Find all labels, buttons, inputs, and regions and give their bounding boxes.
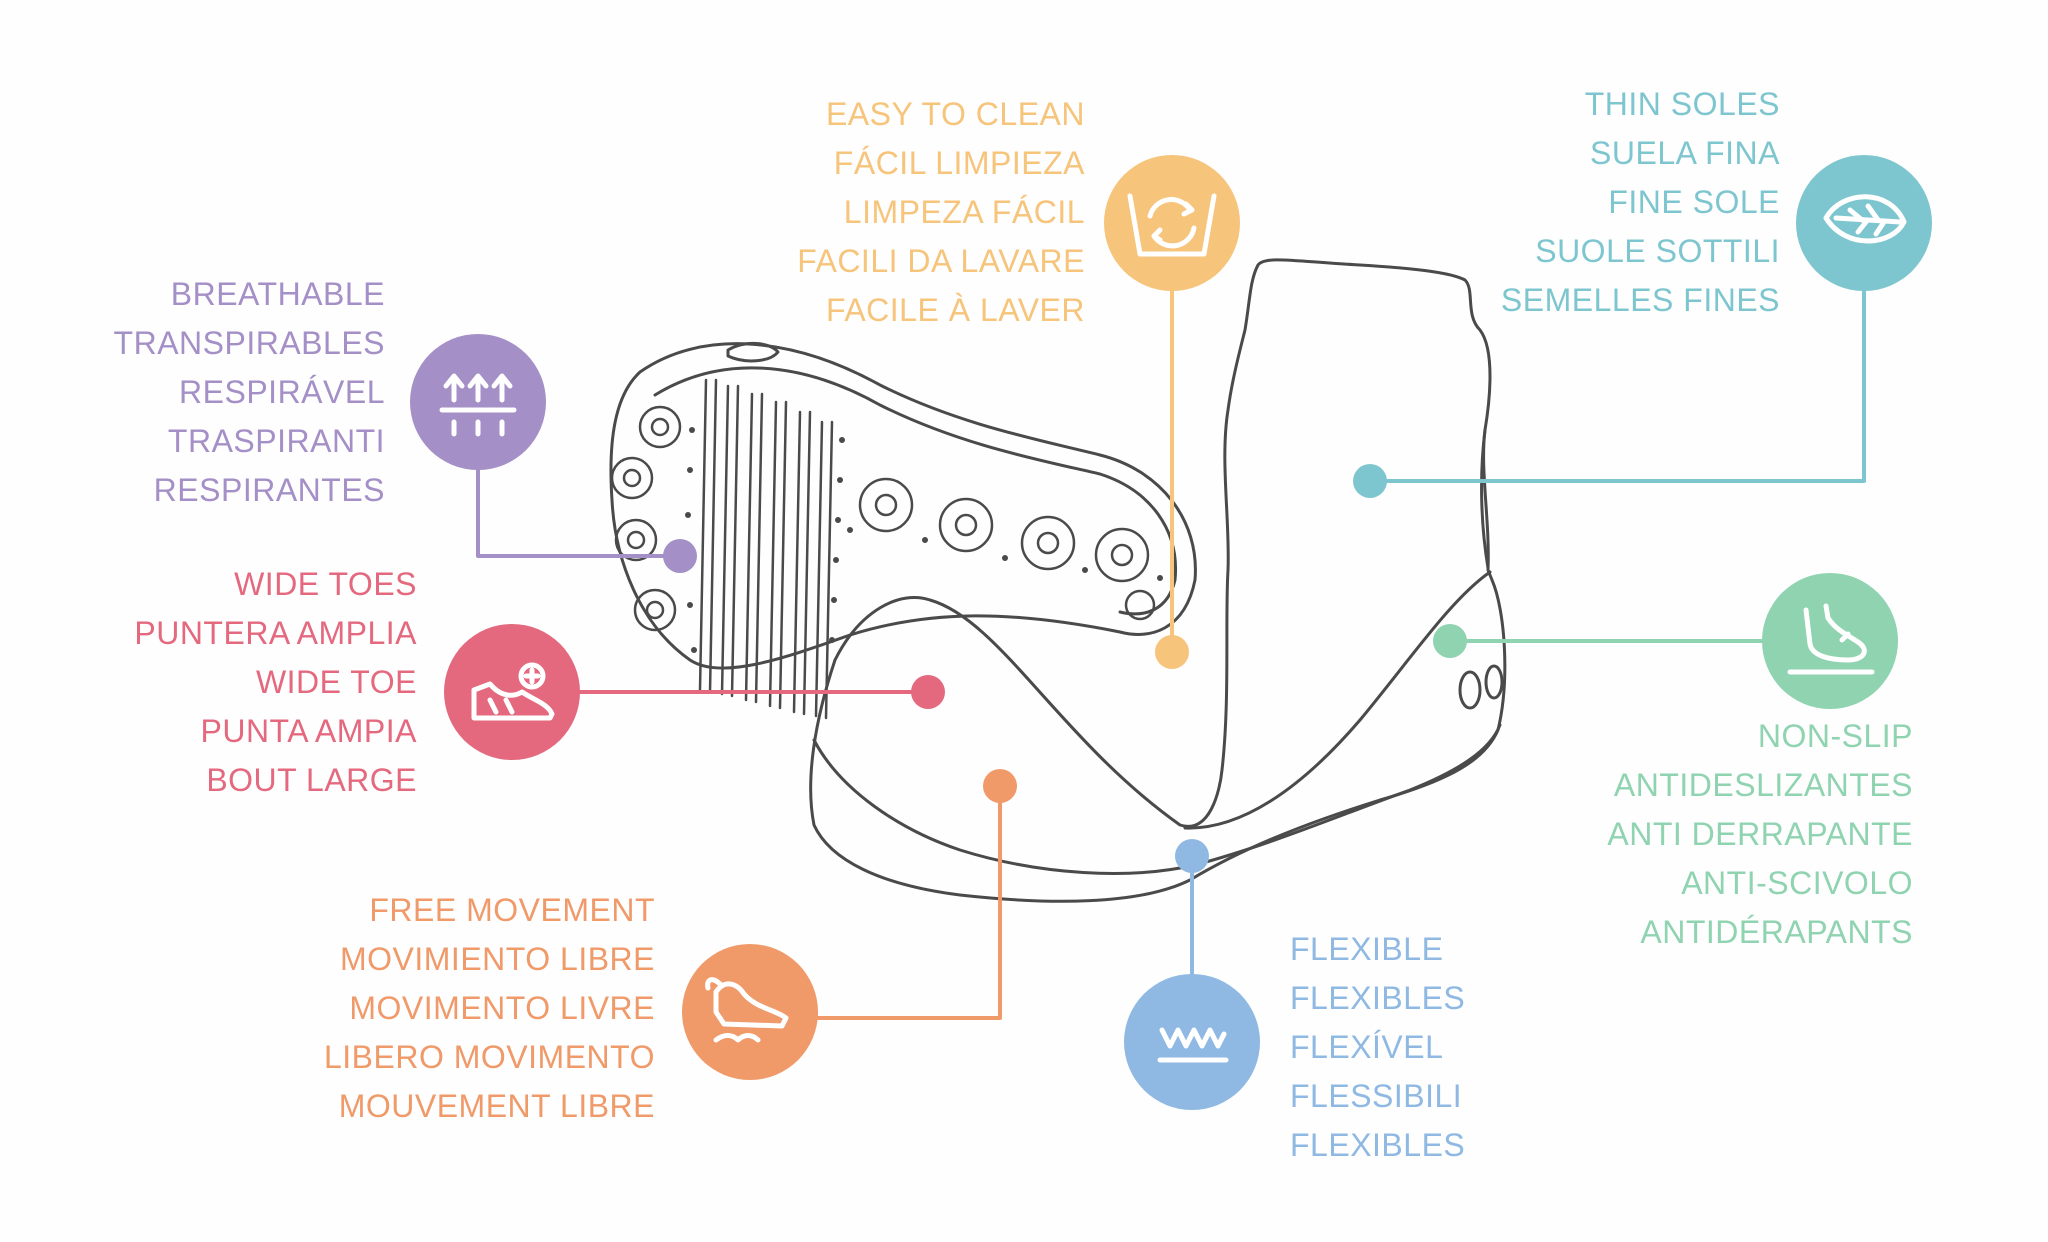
flexible-label-es: FLEXIBLES bbox=[1290, 980, 1466, 1016]
free-movement-connector bbox=[816, 784, 1002, 1020]
non-slip-badge bbox=[1762, 573, 1898, 709]
free-movement-dot bbox=[983, 769, 1017, 803]
flexible-dot bbox=[1175, 839, 1209, 873]
wide-toes-label-en: WIDE TOES bbox=[234, 566, 417, 602]
free-movement-label-pt: MOVIMENTO LIVRE bbox=[349, 990, 655, 1026]
non-slip-label-it: ANTI-SCIVOLO bbox=[1681, 865, 1913, 901]
sole-dots bbox=[685, 427, 1163, 653]
breathable-dot bbox=[663, 539, 697, 573]
shoe-illustration bbox=[609, 258, 1507, 903]
sole-heel-tab bbox=[726, 342, 780, 363]
sole-grip-circles bbox=[610, 405, 1156, 632]
easy-to-clean-label-en: EASY TO CLEAN bbox=[825, 96, 1085, 132]
boot-ankle-curve bbox=[1183, 570, 1492, 830]
thin-soles-dot bbox=[1353, 464, 1387, 498]
breathable-label-it: TRASPIRANTI bbox=[167, 423, 385, 459]
thin-soles-connector bbox=[1368, 288, 1866, 483]
wide-toes-label-pt: WIDE TOE bbox=[255, 664, 417, 700]
thin-soles-label-it: SUOLE SOTTILI bbox=[1535, 233, 1780, 269]
thin-soles-badge bbox=[1796, 155, 1932, 291]
easy-to-clean-badge bbox=[1104, 155, 1240, 291]
sole-ribs bbox=[698, 378, 834, 720]
free-movement-label-es: MOVIMIENTO LIBRE bbox=[339, 941, 655, 977]
non-slip-label-es: ANTIDESLIZANTES bbox=[1613, 767, 1913, 803]
wide-toes-labels: WIDE TOES PUNTERA AMPLIA WIDE TOE PUNTA … bbox=[110, 560, 417, 805]
breathable-labels: BREATHABLE TRANSPIRABLES RESPIRÁVEL TRAS… bbox=[100, 270, 385, 515]
non-slip-labels: NON-SLIP ANTIDESLIZANTES ANTI DERRAPANTE… bbox=[1560, 712, 1913, 957]
breathable-arrows-icon bbox=[439, 373, 517, 437]
wide-toe-shoe-icon bbox=[471, 662, 555, 721]
boot-sole-band bbox=[812, 723, 1502, 875]
breathable-badge bbox=[410, 334, 546, 470]
boot-collar-line bbox=[1480, 428, 1490, 570]
non-slip-label-pt: ANTI DERRAPANTE bbox=[1607, 816, 1913, 852]
sole-outline bbox=[609, 342, 1197, 670]
easy-to-clean-label-pt: LIMPEZA FÁCIL bbox=[843, 194, 1085, 230]
flexible-label-en: FLEXIBLE bbox=[1290, 931, 1444, 967]
thin-soles-label-fr: SEMELLES FINES bbox=[1500, 282, 1780, 318]
thin-soles-label-pt: FINE SOLE bbox=[1608, 184, 1780, 220]
flexible-badge bbox=[1124, 974, 1260, 1110]
foot-on-ground-icon bbox=[1787, 603, 1875, 675]
wide-toes-badge bbox=[444, 624, 580, 760]
non-slip-label-en: NON-SLIP bbox=[1757, 718, 1913, 754]
flying-shoe-icon bbox=[705, 977, 789, 1043]
boot-outline bbox=[809, 258, 1507, 903]
wide-toes-label-fr: BOUT LARGE bbox=[206, 762, 417, 798]
breathable-label-en: BREATHABLE bbox=[170, 276, 385, 312]
sole-inner-outline bbox=[653, 366, 1178, 616]
easy-to-clean-label-fr: FACILE À LAVER bbox=[826, 292, 1085, 328]
free-movement-labels: FREE MOVEMENT MOVIMIENTO LIBRE MOVIMENTO… bbox=[300, 886, 655, 1131]
free-movement-label-it: LIBERO MOVIMENTO bbox=[323, 1039, 655, 1075]
breathable-label-fr: RESPIRANTES bbox=[153, 472, 385, 508]
wide-toes-dot bbox=[911, 675, 945, 709]
easy-to-clean-labels: EASY TO CLEAN FÁCIL LIMPIEZA LIMPEZA FÁC… bbox=[760, 90, 1085, 335]
callout-lines bbox=[476, 288, 1866, 1020]
thin-soles-label-en: THIN SOLES bbox=[1584, 86, 1780, 122]
wash-basin-icon bbox=[1127, 193, 1217, 257]
easy-to-clean-label-es: FÁCIL LIMPIEZA bbox=[833, 145, 1085, 181]
free-movement-badge bbox=[682, 944, 818, 1080]
wide-toes-label-it: PUNTA AMPIA bbox=[200, 713, 417, 749]
flexible-label-it: FLESSIBILI bbox=[1290, 1078, 1463, 1114]
wide-toes-label-es: PUNTERA AMPLIA bbox=[134, 615, 417, 651]
non-slip-dot bbox=[1433, 624, 1467, 658]
easy-to-clean-label-it: FACILI DA LAVARE bbox=[797, 243, 1085, 279]
wave-flex-icon bbox=[1157, 1027, 1229, 1063]
non-slip-label-fr: ANTIDÉRAPANTS bbox=[1640, 914, 1913, 950]
flexible-label-fr: FLEXIBLES bbox=[1290, 1127, 1466, 1163]
thin-soles-label-es: SUELA FINA bbox=[1590, 135, 1780, 171]
free-movement-label-fr: MOUVEMENT LIBRE bbox=[338, 1088, 655, 1124]
breathable-label-pt: RESPIRÁVEL bbox=[179, 374, 385, 410]
breathable-label-es: TRANSPIRABLES bbox=[113, 325, 385, 361]
callout-dots bbox=[663, 464, 1467, 873]
flexible-label-pt: FLEXÍVEL bbox=[1290, 1029, 1444, 1065]
flexible-labels: FLEXIBLE FLEXIBLES FLEXÍVEL FLESSIBILI F… bbox=[1290, 925, 1510, 1170]
boot-heel-circles bbox=[1458, 664, 1504, 710]
leaf-icon bbox=[1823, 194, 1907, 244]
thin-soles-labels: THIN SOLES SUELA FINA FINE SOLE SUOLE SO… bbox=[1450, 80, 1780, 325]
free-movement-label-en: FREE MOVEMENT bbox=[369, 892, 655, 928]
easy-to-clean-dot bbox=[1155, 635, 1189, 669]
breathable-connector bbox=[476, 468, 682, 558]
